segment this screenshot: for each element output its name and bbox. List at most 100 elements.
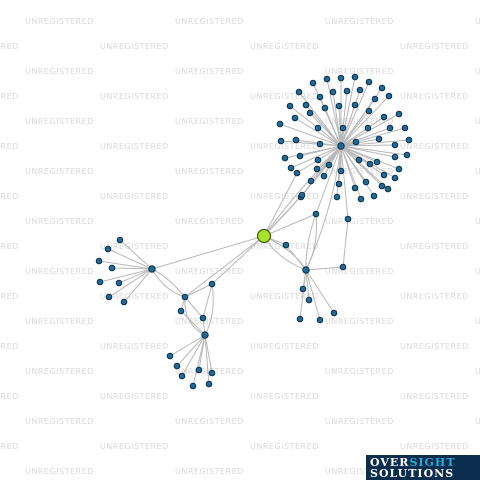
watermark-text: UNREGISTERED — [100, 292, 169, 301]
connector-edge — [315, 145, 342, 215]
leaf-node — [401, 124, 409, 132]
watermark-text: UNREGISTERED — [325, 217, 394, 226]
watermark-text: UNREGISTERED — [100, 192, 169, 201]
watermark-text: UNREGISTERED — [475, 267, 480, 276]
hub-spoke-edge — [340, 144, 396, 147]
oversight-solutions-logo: OVERSIGHT SOLUTIONS — [366, 455, 480, 480]
watermark-text: UNREGISTERED — [325, 267, 394, 276]
hub-spoke-edge — [340, 110, 370, 147]
watermark-text: UNREGISTERED — [475, 17, 480, 26]
leaf-node — [333, 193, 341, 201]
connector-edge — [305, 145, 342, 271]
connector-edge — [342, 218, 349, 268]
leaf-node — [96, 278, 104, 286]
connector-node — [208, 280, 216, 288]
leaf-node — [385, 92, 393, 100]
leaf-node — [337, 167, 345, 175]
hub-spoke-edge — [305, 269, 310, 301]
hub-spoke-edge — [326, 78, 342, 147]
leaf-node — [309, 79, 317, 87]
leaf-node — [306, 109, 314, 117]
focus-edge — [263, 213, 317, 237]
hub-spoke-edge — [340, 138, 380, 147]
connector-node — [282, 241, 290, 249]
leaf-node — [357, 195, 365, 203]
watermark-text: UNREGISTERED — [25, 317, 94, 326]
hub-spoke-edge — [169, 334, 206, 357]
watermark-text: UNREGISTERED — [175, 467, 244, 476]
watermark-text: UNREGISTERED — [475, 117, 480, 126]
leaf-node — [337, 74, 345, 82]
leaf-node — [370, 192, 378, 200]
connector-node — [344, 215, 352, 223]
watermark-text: UNREGISTERED — [25, 167, 94, 176]
connector-edge — [305, 213, 317, 271]
watermark-text: UNREGISTERED — [400, 192, 469, 201]
leaf-node — [313, 165, 321, 173]
watermark-text: UNREGISTERED — [400, 92, 469, 101]
leaf-node — [384, 185, 392, 193]
hub-spoke-edge — [204, 334, 210, 385]
watermark-text: UNREGISTERED — [25, 117, 94, 126]
watermark-text: UNREGISTERED — [0, 442, 19, 451]
hub-node — [148, 265, 156, 273]
watermark-text: UNREGISTERED — [25, 367, 94, 376]
watermark-text: UNREGISTERED — [250, 142, 319, 151]
connector-edge — [202, 283, 213, 319]
watermark-text: UNREGISTERED — [0, 342, 19, 351]
leaf-node — [378, 84, 386, 92]
hub-node — [337, 142, 345, 150]
watermark-text: UNREGISTERED — [325, 367, 394, 376]
leaf-node — [395, 110, 403, 118]
watermark-text: UNREGISTERED — [400, 242, 469, 251]
focus-edge — [151, 235, 265, 270]
hub-spoke-edge — [340, 145, 396, 158]
leaf-node — [276, 120, 284, 128]
leaf-node — [292, 136, 300, 144]
hub-spoke-edge — [338, 105, 342, 147]
hub-spoke-edge — [340, 81, 370, 147]
watermark-text: UNREGISTERED — [250, 292, 319, 301]
hub-node — [201, 331, 209, 339]
hub-spoke-edge — [340, 139, 410, 147]
connector-node — [181, 293, 189, 301]
hub-spoke-edge — [340, 127, 391, 147]
hub-spoke-edge — [340, 145, 408, 156]
leaf-node — [391, 153, 399, 161]
leaf-node — [104, 245, 112, 253]
leaf-node — [321, 104, 329, 112]
leaf-node — [366, 160, 374, 168]
hub-spoke-edge — [324, 107, 342, 147]
focus-edge — [184, 235, 265, 298]
leaf-node — [281, 154, 289, 162]
watermark-text: UNREGISTERED — [400, 42, 469, 51]
connector-node — [199, 314, 207, 322]
leaf-node — [314, 156, 322, 164]
leaf-node — [386, 124, 394, 132]
watermark-text: UNREGISTERED — [400, 342, 469, 351]
connector-edge — [184, 283, 213, 298]
watermark-text: UNREGISTERED — [100, 242, 169, 251]
leaf-node — [286, 102, 294, 110]
watermark-text: UNREGISTERED — [475, 317, 480, 326]
leaf-node — [335, 102, 343, 110]
watermark-text: UNREGISTERED — [25, 267, 94, 276]
leaf-node — [364, 124, 372, 132]
leaf-node — [108, 264, 116, 272]
hub-node — [302, 266, 310, 274]
leaf-node — [120, 298, 128, 306]
hub-spoke-edge — [309, 112, 342, 147]
leaf-node — [277, 137, 285, 145]
connector-node — [339, 263, 347, 271]
leaf-node — [316, 93, 324, 101]
leaf-node — [287, 164, 295, 172]
leaf-node — [378, 182, 386, 190]
watermark-text: UNREGISTERED — [175, 417, 244, 426]
hub-spoke-edge — [340, 95, 390, 147]
watermark-text: UNREGISTERED — [175, 167, 244, 176]
connector-edge — [184, 296, 206, 336]
leaf-node — [316, 316, 324, 324]
leaf-node — [208, 369, 216, 377]
hub-spoke-edge — [317, 127, 342, 147]
